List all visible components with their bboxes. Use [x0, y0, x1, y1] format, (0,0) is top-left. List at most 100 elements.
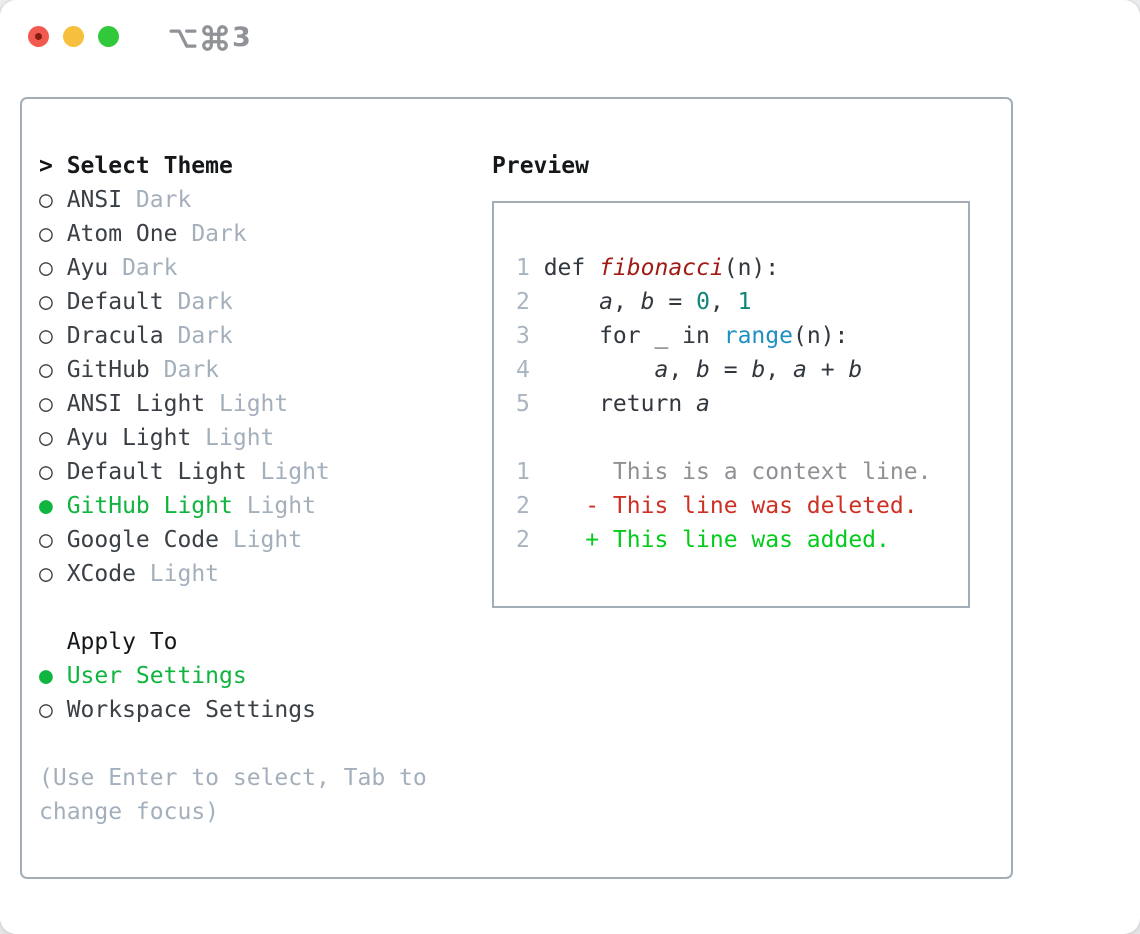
theme-option-label: Default — [66, 289, 164, 315]
radio-selected-icon: ● — [39, 663, 53, 689]
code-line: 5 return a — [516, 387, 968, 421]
theme-option-label: XCode — [66, 561, 136, 587]
code-token: return — [529, 391, 697, 417]
code-line: 1 This is a context line. — [516, 455, 968, 489]
window-title: 3 — [168, 22, 251, 53]
close-button[interactable] — [28, 26, 49, 47]
theme-variant-label: Light — [219, 391, 289, 417]
apply-option-label: User Settings — [66, 663, 247, 689]
code-token: for _ in — [529, 323, 724, 349]
code-content: a, b = b, a + b — [530, 353, 862, 387]
line-number: 2 — [516, 527, 530, 553]
theme-option-label: Google Code — [66, 527, 220, 553]
code-content: def fibonacci(n): — [530, 251, 779, 285]
code-token: def — [529, 255, 600, 281]
theme-option-default-light[interactable]: ○ Default Light Light — [39, 455, 492, 489]
code-token: = — [709, 357, 752, 383]
code-token: - This line was deleted. — [585, 493, 918, 519]
code-content: for _ in range(n): — [529, 319, 849, 353]
radio-selected-icon: ● — [39, 493, 53, 519]
theme-option-label: ANSI Light — [66, 391, 206, 417]
theme-option-label: Default Light — [66, 459, 247, 485]
theme-option-label: Ayu — [66, 255, 109, 281]
select-theme-header: > Select Theme — [39, 149, 492, 183]
theme-option-label: Dracula — [66, 323, 164, 349]
shortcut-number: 3 — [232, 22, 251, 53]
preview-column: Preview 1 def fibonacci(n):2 a, b = 0, 1… — [492, 99, 1011, 877]
preview-title: Preview — [492, 153, 589, 179]
radio-unselected-icon: ○ — [39, 357, 53, 383]
traffic-lights — [28, 26, 119, 47]
radio-unselected-icon: ○ — [39, 697, 53, 723]
line-number: 1 — [516, 459, 530, 485]
apply-option-workspace-settings[interactable]: ○ Workspace Settings — [39, 693, 492, 727]
radio-unselected-icon: ○ — [39, 527, 53, 553]
theme-option-github[interactable]: ○ GitHub Dark — [39, 353, 492, 387]
theme-variant-label: Light — [205, 425, 275, 451]
code-token: 1 — [737, 289, 752, 315]
apply-to-header: Apply To — [39, 625, 492, 659]
code-token: fibonacci — [599, 255, 724, 281]
code-token — [530, 493, 585, 519]
radio-unselected-icon: ○ — [39, 425, 53, 451]
theme-variant-label: Dark — [163, 357, 220, 383]
radio-unselected-icon: ○ — [39, 459, 53, 485]
radio-unselected-icon: ○ — [39, 221, 53, 247]
select-theme-title: Select Theme — [66, 153, 233, 179]
line-number: 3 — [516, 323, 530, 349]
radio-unselected-icon: ○ — [39, 323, 53, 349]
line-number: 2 — [516, 289, 530, 315]
code-token: This is a context line. — [529, 459, 932, 485]
code-token: , — [709, 289, 738, 315]
theme-variant-label: Light — [232, 527, 303, 553]
command-key-icon — [200, 23, 230, 53]
line-number: 1 — [516, 255, 530, 281]
line-number: 4 — [516, 357, 530, 383]
line-number: 2 — [516, 493, 530, 519]
option-key-icon — [168, 23, 198, 53]
theme-variant-label: Dark — [177, 289, 233, 315]
theme-option-google-code[interactable]: ○ Google Code Light — [39, 523, 492, 557]
theme-option-label: GitHub — [66, 357, 150, 383]
code-token: b — [640, 289, 655, 315]
code-content: This is a context line. — [530, 455, 932, 489]
code-token: , — [668, 357, 697, 383]
code-token: (n): — [792, 323, 849, 349]
theme-option-label: Ayu Light — [66, 425, 192, 451]
theme-option-label: GitHub Light — [66, 493, 233, 519]
minimize-button[interactable] — [63, 26, 84, 47]
code-content: a, b = 0, 1 — [530, 285, 752, 319]
section-gap — [39, 591, 492, 625]
maximize-button[interactable] — [98, 26, 119, 47]
code-token: + This line was added. — [585, 527, 890, 553]
theme-variant-label: Light — [260, 459, 330, 485]
code-token — [530, 357, 655, 383]
apply-option-user-settings[interactable]: ● User Settings — [39, 659, 492, 693]
code-token: (n): — [723, 255, 780, 281]
code-token: = — [654, 289, 697, 315]
code-token: range — [723, 323, 793, 349]
theme-variant-label: Dark — [135, 187, 192, 213]
code-token: a — [793, 357, 807, 383]
hint-text: (Use Enter to select, Tab to change focu… — [39, 765, 427, 825]
theme-option-ayu-light[interactable]: ○ Ayu Light Light — [39, 421, 492, 455]
preview-header: Preview — [492, 149, 1011, 183]
radio-unselected-icon: ○ — [39, 255, 53, 281]
code-content: - This line was deleted. — [530, 489, 918, 523]
code-token: 0 — [696, 289, 710, 315]
apply-option-label: Workspace Settings — [66, 697, 316, 723]
